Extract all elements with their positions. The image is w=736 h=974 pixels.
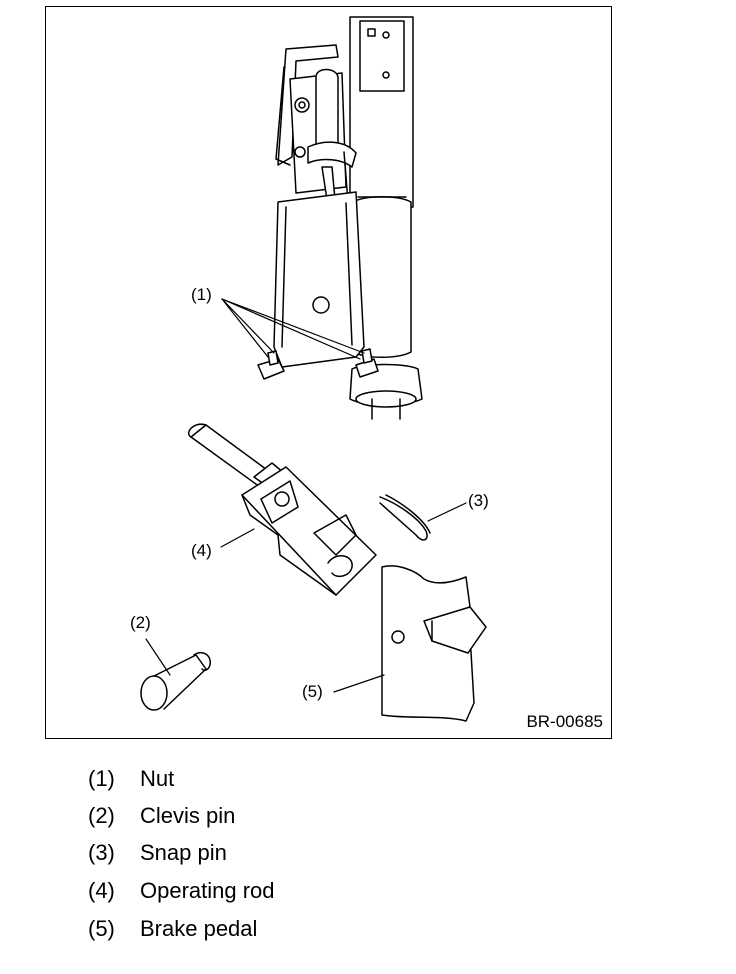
callout-nut: (1) xyxy=(191,285,212,304)
snap-pin xyxy=(379,494,431,541)
callout-operating-rod: (4) xyxy=(191,541,212,560)
snap-pin-leader xyxy=(427,502,467,522)
legend-number: (4) xyxy=(88,878,115,903)
brake-assembly-drawing xyxy=(140,16,487,722)
callout-snap-pin: (3) xyxy=(468,491,489,510)
nut-right xyxy=(355,348,379,378)
clevis-pin-leader xyxy=(145,638,171,676)
legend-label: Operating rod xyxy=(140,878,275,903)
callout-brake-pedal: (5) xyxy=(302,682,323,701)
legend-label: Clevis pin xyxy=(140,803,236,828)
rod-leader-line xyxy=(220,528,255,548)
nut-leader-lines xyxy=(221,298,365,360)
nut-left xyxy=(257,350,285,380)
callout-clevis-pin: (2) xyxy=(130,613,151,632)
brake-pedal xyxy=(381,565,487,722)
figure-frame: (1) (3) (4) (2) (5) BR-00685 xyxy=(45,6,612,739)
legend-number: (3) xyxy=(88,840,115,865)
legend-label: Snap pin xyxy=(140,840,227,865)
legend-label: Brake pedal xyxy=(140,916,258,941)
clevis-pin xyxy=(140,651,211,711)
legend-label: Nut xyxy=(140,766,175,791)
figure-id: BR-00685 xyxy=(526,712,603,731)
operating-rod xyxy=(187,423,377,596)
legend-number: (2) xyxy=(88,803,115,828)
pedal-leader-line xyxy=(333,674,385,693)
legend-number: (5) xyxy=(88,916,115,941)
master-cylinder-column xyxy=(349,16,423,420)
legend-number: (1) xyxy=(88,766,115,791)
